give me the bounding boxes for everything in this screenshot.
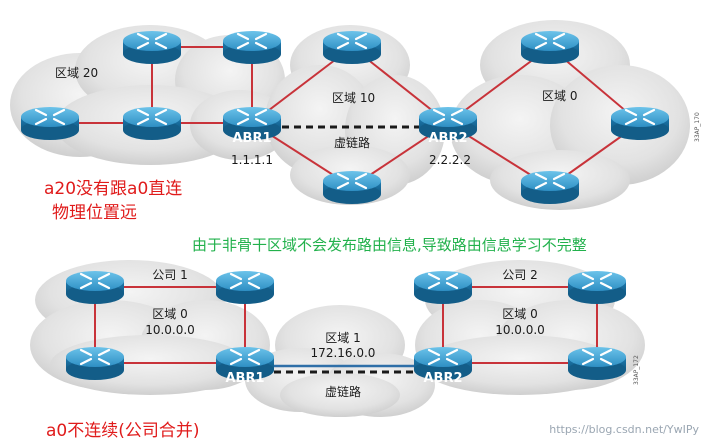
middle-area-label: 区域 1 [325,331,360,345]
annotation-a0-discontinuous: a0不连续(公司合并) [46,421,200,441]
router-icon [214,269,276,306]
router-icon [121,105,183,142]
right-area-label: 区域 0 [502,307,537,321]
router-icon [19,105,81,142]
bottom-side-code: 33AP_172 [633,355,640,385]
left-area-label: 区域 0 [152,307,187,321]
company1-label: 公司 1 [152,268,187,282]
area-0-label: 区域 0 [542,89,577,103]
router-icon [412,269,474,306]
abr2-router-id: 2.2.2.2 [429,153,471,167]
router-icon [566,269,628,306]
bottom-abr2-label: ABR2 [423,371,462,386]
abr2-label: ABR2 [428,131,467,146]
router-icon [566,345,628,382]
left-network-label: 10.0.0.0 [145,323,195,337]
bottom-virtual-link-label: 虚链路 [325,384,361,399]
router-icon [321,169,383,206]
router-icon [64,269,126,306]
router-icon [321,29,383,66]
router-icon [519,29,581,66]
abr1-router-id: 1.1.1.1 [231,153,273,167]
company2-label: 公司 2 [502,268,537,282]
router-icon [64,345,126,382]
router-icon [221,29,283,66]
router-icon [121,29,183,66]
watermark: https://blog.csdn.net/YwIPy [549,423,699,436]
router-icon [609,105,671,142]
top-virtual-link-label: 虚链路 [334,135,370,150]
annotation-reason: 由于非骨干区域不会发布路由信息,导致路由信息学习不完整 [192,236,587,254]
bottom-abr1-label: ABR1 [225,371,264,386]
router-icon [519,169,581,206]
right-network-label: 10.0.0.0 [495,323,545,337]
abr1-label: ABR1 [232,131,271,146]
middle-network-label: 172.16.0.0 [311,346,376,360]
area-10-label: 区域 10 [332,91,375,105]
annotation-a20-line2: 物理位置远 [52,203,137,223]
area-20-label: 区域 20 [55,66,98,80]
top-side-code: 33AP_170 [694,112,701,142]
annotation-a20-line1: a20没有跟a0直连 [44,179,183,199]
